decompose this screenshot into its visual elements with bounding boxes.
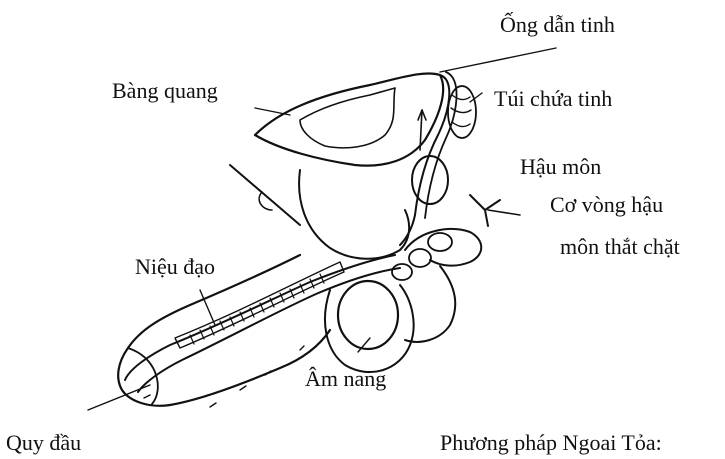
pubic-line [230, 165, 300, 225]
prostate-gland [412, 156, 448, 204]
label-sphincter-line2: môn thắt chặt [560, 236, 680, 258]
testis [338, 281, 398, 349]
label-vas-deferens: Ống dẫn tinh [500, 14, 615, 36]
label-anus: Hậu môn [520, 156, 601, 178]
label-method: Phương pháp Ngoai Tỏa: [440, 432, 662, 454]
prostate-body [299, 170, 409, 259]
hand-fingers [405, 229, 481, 266]
label-sphincter-line1: Cơ vòng hậu [550, 194, 663, 216]
bladder-inner [300, 88, 395, 148]
label-glans: Quy đầu [6, 432, 81, 454]
label-seminal-vesicle: Túi chứa tinh [494, 88, 612, 110]
label-urethra: Niệu đạo [135, 256, 215, 278]
label-bladder: Bàng quang [112, 80, 218, 102]
bladder-shape [255, 73, 443, 165]
label-scrotum: Âm nang [305, 368, 386, 390]
scrotum-outline [325, 285, 414, 372]
